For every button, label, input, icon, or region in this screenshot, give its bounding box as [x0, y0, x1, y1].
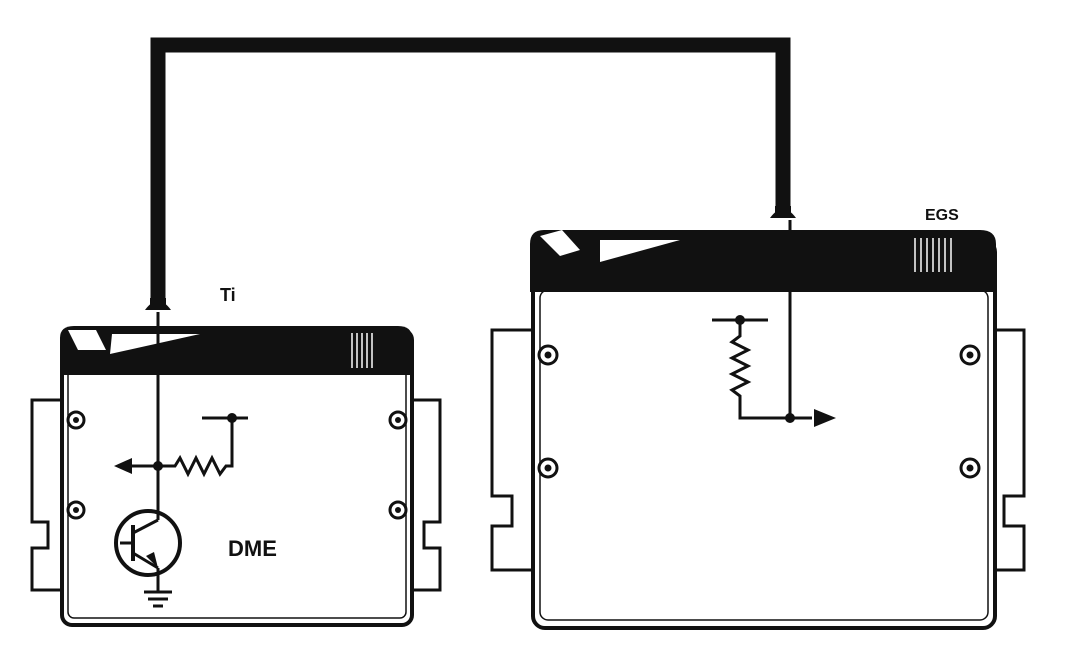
- egs-circuit-marks: [735, 315, 836, 427]
- dme-control-unit: [30, 326, 442, 627]
- dme-left-bracket: [30, 398, 62, 592]
- ground-icon: [144, 568, 172, 608]
- ti-signal-wire: [145, 37, 796, 310]
- npn-transistor-icon: [114, 509, 182, 577]
- dme-circuit: [114, 312, 248, 608]
- egs-label: EGS: [925, 207, 959, 224]
- resistor-icon: [158, 420, 234, 478]
- dme-right-bracket: [410, 398, 442, 592]
- ti-signal-label: Ti: [220, 285, 236, 305]
- egs-control-unit: [490, 230, 1026, 630]
- resistor-icon: [728, 320, 812, 420]
- egs-right-bracket: [992, 328, 1026, 572]
- egs-left-bracket: [490, 328, 535, 572]
- dme-label: DME: [228, 536, 277, 561]
- dme-circuit-marks: [114, 413, 237, 568]
